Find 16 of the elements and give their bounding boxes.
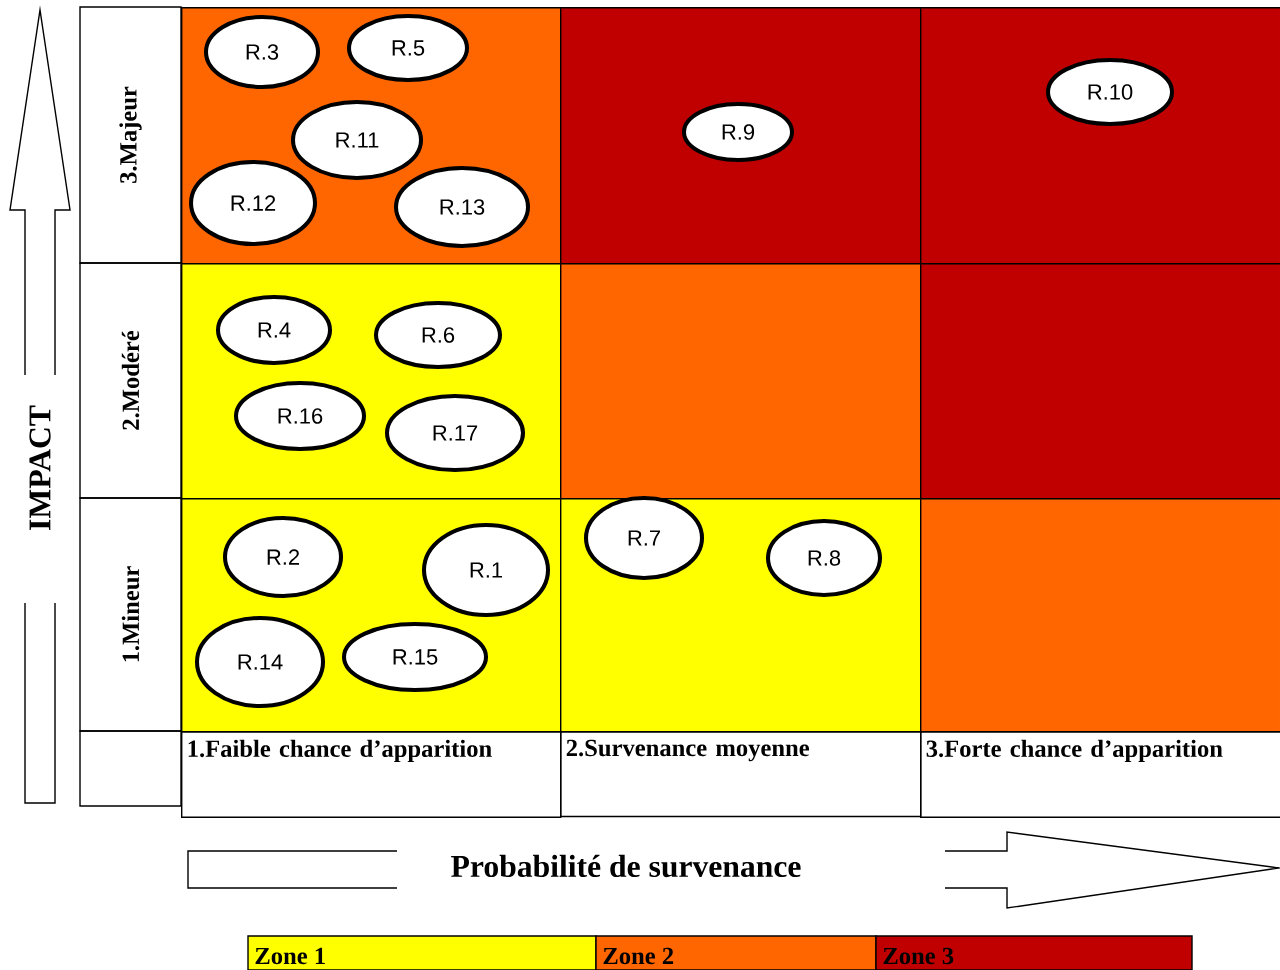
axis-title: Probabilité de survenance xyxy=(451,854,801,878)
column-header: 1.Faible chance d’apparition xyxy=(181,731,562,818)
row-header: 1.Mineur xyxy=(79,497,182,732)
legend-label: Zone 3 xyxy=(883,947,954,965)
legend-label: Zone 1 xyxy=(255,947,325,965)
column-header: 2.Survenance moyenne xyxy=(560,731,922,818)
matrix-cell xyxy=(560,7,922,265)
matrix-cell xyxy=(920,498,1280,733)
matrix-cell xyxy=(560,263,922,500)
row-header: 2.Modéré xyxy=(79,262,182,499)
legend-label: Zone 2 xyxy=(603,947,674,965)
matrix-cell xyxy=(920,263,1280,500)
row-header: 3.Majeur xyxy=(79,6,182,264)
column-header: 3.Forte chance d’apparition xyxy=(920,731,1280,818)
matrix-cell xyxy=(920,7,1280,265)
axis-title: IMPACT xyxy=(29,405,51,530)
